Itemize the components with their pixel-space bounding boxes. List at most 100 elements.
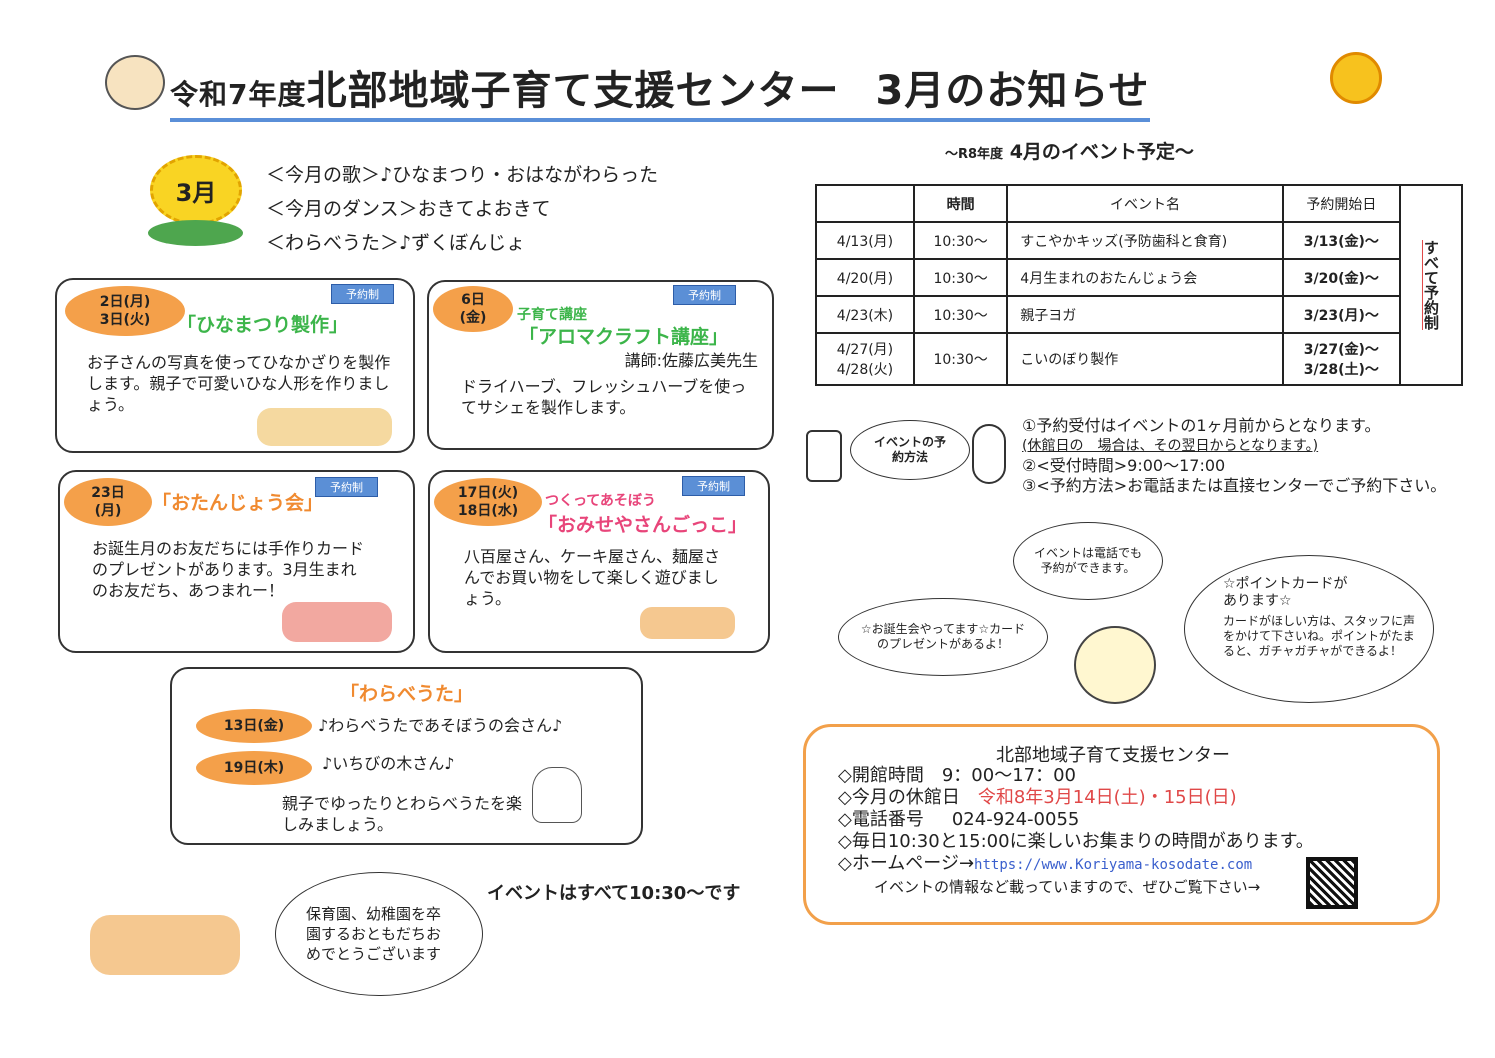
monthly-list: ＜今月の歌＞♪ひなまつり・おはながわらった ＜今月のダンス＞おきてよおきて ＜わ…	[266, 158, 658, 260]
birthday-bubble-text: ☆お誕生会やってます☆カードのプレゼントがあるよ！	[860, 622, 1026, 651]
event-card-birthday: 23日 (月) 予約制 「おたんじょう会」 お誕生月のお友だちには手作りカードのプ…	[58, 470, 415, 653]
warabeuta-body: 親子でゆったりとわらべうたを楽しみましょう。	[282, 794, 523, 834]
closed-label: ◇今月の休館日	[838, 787, 960, 808]
cell-start: 3/20(金)～	[1281, 258, 1401, 297]
date-oval: 17日(火) 18日(水)	[434, 478, 542, 526]
graduation-text: 保育園、幼稚園を卒園するおともだちおめでとうございます	[306, 905, 442, 963]
warabeuta-item: ♪わらべうたであそぼうの会さん♪	[318, 716, 563, 735]
header-cell: 予約開始日	[1281, 184, 1401, 223]
cell-start: 3/27(金)～ 3/28(土)～	[1281, 332, 1401, 386]
cell-start: 3/23(月)～	[1281, 295, 1401, 334]
reservation-badge: 予約制	[682, 476, 745, 496]
monthly-dance: ＜今月のダンス＞おきてよおきて	[266, 198, 551, 220]
date: 2日(月)	[99, 294, 151, 310]
homepage-link[interactable]: https://www.Koriyama-kosodate.com	[974, 857, 1253, 873]
point-card-bubble: ☆ポイントカードが あります☆カードがほしい方は、スタッフに声をかけて下さいね。…	[1184, 555, 1434, 703]
cats-illustration	[105, 55, 165, 110]
reservation-badge: 予約制	[331, 284, 394, 304]
date: 18日(水)	[457, 503, 519, 519]
phone-value: 024-924-0055	[951, 809, 1080, 830]
phone-label: ◇電話番号	[838, 809, 924, 830]
cell-date: 4/13(月)	[815, 221, 915, 260]
april-events-table: 時間 イベント名 予約開始日 すべて予約制 4/13(月)10:30～すこやかキ…	[815, 184, 1464, 386]
date-oval: 19日(木)	[196, 751, 312, 785]
event-title: 「アロマクラフト講座」	[519, 326, 729, 348]
reserve-bubble-text: イベントの予約方法	[873, 435, 946, 464]
monthly-song: ＜今月の歌＞♪ひなまつり・おはながわらった	[266, 164, 659, 186]
header-cell: 時間	[912, 184, 1009, 223]
hours-label: ◇開館時間	[838, 765, 924, 786]
graduation-animals-illustration	[90, 915, 240, 975]
kids-illustration	[640, 607, 735, 639]
warabeuta-item: ♪いちびの木さん♪	[322, 754, 455, 773]
warabeuta-title: 「わらべうた」	[340, 683, 474, 705]
page-title: 令和7年度北部地域子育て支援センター 3月のお知らせ	[170, 58, 1150, 122]
all-events-time: イベントはすべて10:30～です	[487, 883, 741, 904]
date: (月)	[94, 503, 122, 519]
month-flower-badge: 3月	[150, 155, 242, 225]
reserve-info: ①予約受付はイベントの1ヶ月前からとなります。 (休館日の 場合は、その翌日から…	[1022, 416, 1446, 496]
reserve-line: ②<受付時間>9:00～17:00	[1022, 456, 1226, 475]
table-row: 4/13(月)10:30～すこやかキッズ(予防歯科と食育)3/13(金)～	[815, 221, 1462, 260]
reservation-badge: 予約制	[315, 477, 378, 497]
hina-dolls-illustration	[257, 408, 392, 446]
event-body: 八百屋さん、ケーキ屋さん、麺屋さんでお買い物をして楽しく遊びましょう。	[464, 547, 721, 608]
birthday-bubble: ☆お誕生会やってます☆カードのプレゼントがあるよ！	[838, 598, 1048, 676]
monthly-warabeuta: ＜わらべうた＞♪ずくぼんじょ	[266, 232, 526, 254]
table-header-row: 時間 イベント名 予約開始日 すべて予約制	[815, 184, 1464, 386]
reserve-line: ①予約受付はイベントの1ヶ月前からとなります。	[1022, 416, 1381, 435]
cell-time: 10:30～	[912, 295, 1009, 334]
homepage-note: イベントの情報など載っていますので、ぜひご覧下さい→	[874, 878, 1261, 896]
warabeuta-card: 「わらべうた」 13日(金) ♪わらべうたであそぼうの会さん♪ 19日(木) ♪…	[170, 667, 643, 845]
leaves-icon	[148, 220, 243, 246]
event-body: ドライハーブ、フレッシュハーブを使ってサシェを製作します。	[461, 377, 747, 417]
reserve-line: (休館日の 場合は、その翌日からとなります。)	[1022, 438, 1319, 454]
event-subtitle: 子育て講座	[517, 307, 587, 323]
date: 17日(火)	[457, 485, 519, 501]
title-main: 北部地域子育て支援センター	[306, 68, 840, 114]
date-oval: 2日(月) 3日(火)	[65, 286, 185, 336]
homepage-label: ◇ホームページ→	[838, 853, 975, 874]
smartphone-icon	[806, 430, 842, 482]
event-title: 「ひなまつり製作」	[177, 314, 349, 336]
reserve-line: ③<予約方法>お電話または直接センターでご予約下さい。	[1022, 476, 1447, 495]
header-cell	[815, 184, 915, 223]
cell-name: 親子ヨガ	[1006, 295, 1284, 334]
cell-start: 3/13(金)～	[1281, 221, 1401, 260]
april-heading: ～R8年度 4月のイベント予定～	[945, 137, 1194, 164]
point-card-body: カードがほしい方は、スタッフに声をかけて下さいね。ポイントがたまると、ガチャガチ…	[1223, 614, 1416, 658]
date: 13日(金)	[223, 718, 285, 734]
hours-value: 9：00～17：00	[941, 765, 1077, 786]
date-oval: 6日(金)	[433, 286, 513, 332]
title-month: 3月のお知らせ	[875, 68, 1150, 114]
date: 19日(木)	[223, 760, 285, 776]
date: 3日(火)	[99, 312, 151, 328]
cell-time: 10:30～	[912, 258, 1009, 297]
cell-time: 10:30～	[912, 332, 1009, 386]
all-reservation-note: すべて予約制	[1398, 184, 1464, 386]
event-subtitle: つくってあそぼう	[545, 493, 656, 509]
april-prefix: ～R8年度	[945, 147, 1004, 162]
event-title: 「おみせやさんごっこ」	[538, 514, 748, 536]
date-oval: 23日 (月)	[64, 478, 152, 526]
center-name: 北部地域子育て支援センター	[996, 745, 1230, 766]
event-card-shop-play: 17日(火) 18日(水) 予約制 つくってあそぼう 「おみせやさんごっこ」 八百…	[428, 470, 770, 653]
qr-code[interactable]	[1306, 857, 1358, 909]
title-prefix: 令和7年度	[170, 78, 307, 111]
header-cell: イベント名	[1006, 184, 1284, 223]
reservation-badge: 予約制	[673, 285, 736, 305]
sunflower-icon	[1330, 52, 1382, 104]
april-title: 4月のイベント予定～	[1009, 141, 1194, 163]
date: 23日	[91, 485, 125, 501]
graduation-bubble: 保育園、幼稚園を卒園するおともだちおめでとうございます	[275, 872, 483, 996]
event-title: 「おたんじょう会」	[152, 492, 324, 514]
lecturer: 講師:佐藤広美先生	[624, 351, 758, 370]
cell-time: 10:30～	[912, 221, 1009, 260]
event-body: お誕生月のお友だちには手作りカードのプレゼントがあります。3月生まれのお友だち、…	[92, 539, 365, 600]
date-oval: 13日(金)	[196, 709, 312, 743]
date: 6日	[461, 292, 485, 308]
